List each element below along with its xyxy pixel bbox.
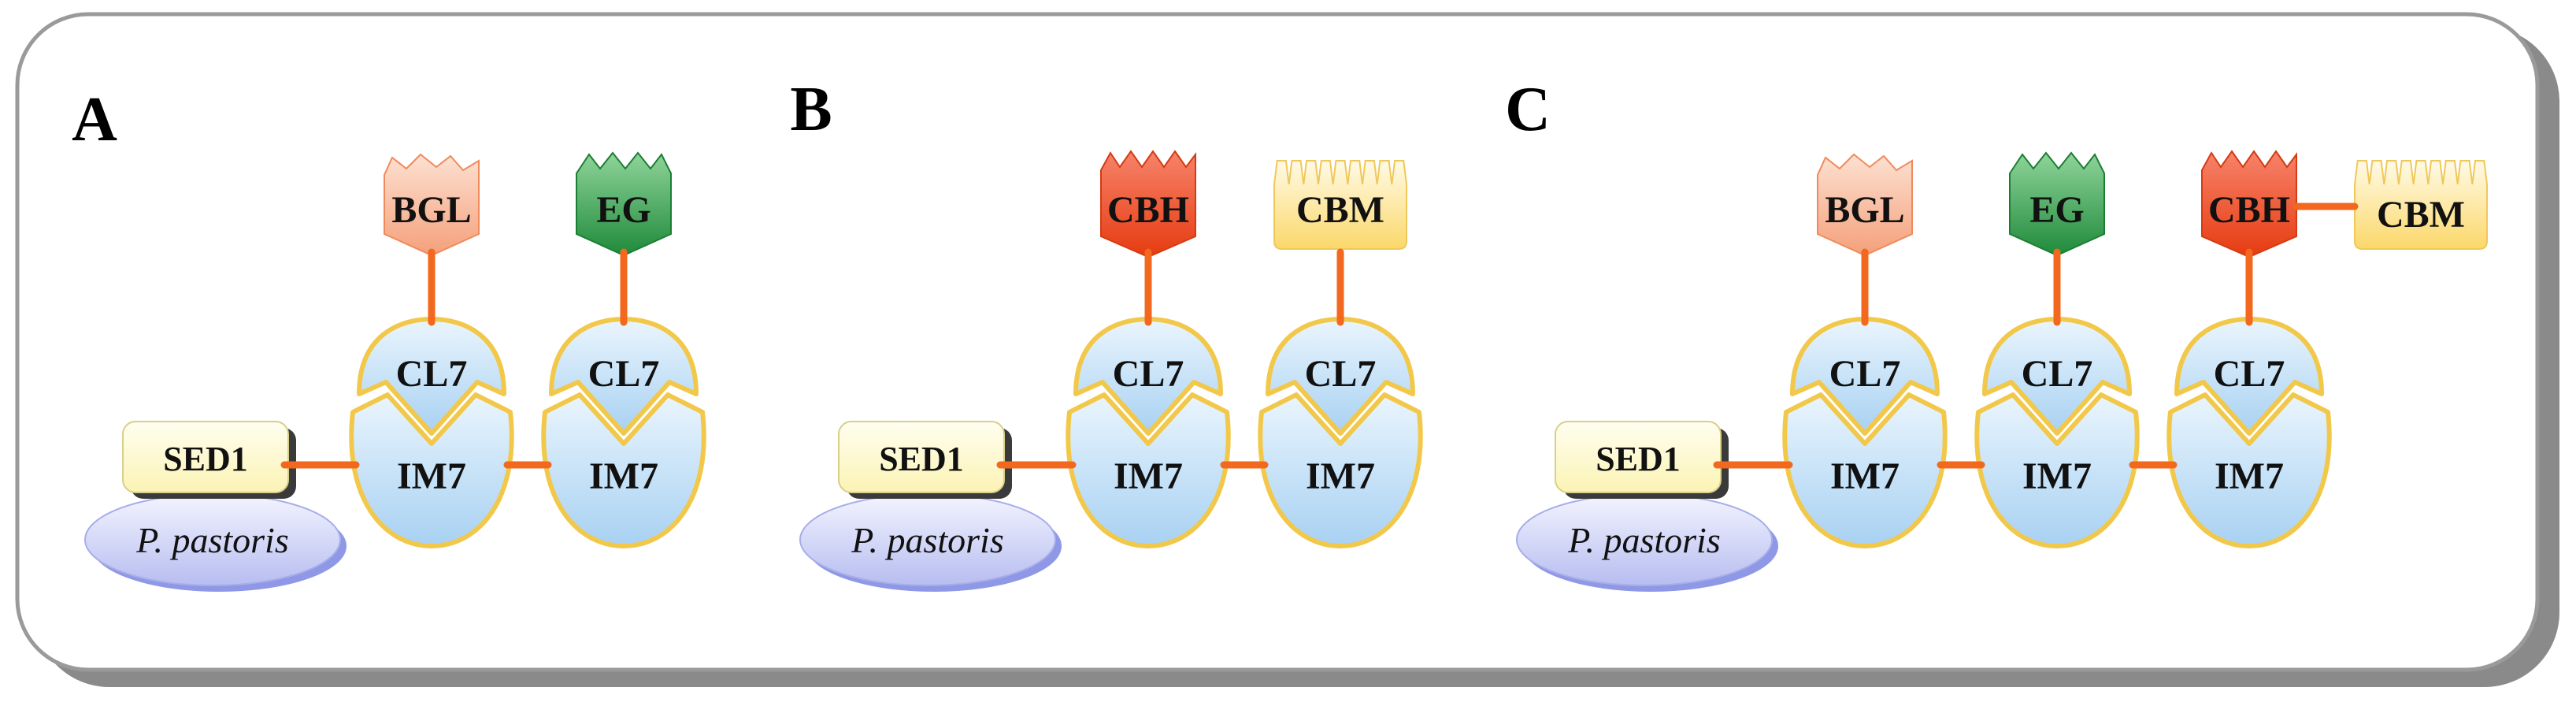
- cl7-label: CL7: [1829, 353, 1901, 395]
- cbh-shape: [2201, 150, 2297, 258]
- im7-module: [1066, 392, 1231, 548]
- im7-module: [1974, 392, 2140, 548]
- sed1-box: [122, 421, 289, 493]
- cl7-label: CL7: [1305, 353, 1377, 395]
- im7-label: IM7: [1114, 455, 1183, 497]
- panel-letter: A: [72, 85, 117, 154]
- cl7-module: [2174, 317, 2324, 436]
- domain-label: EG: [596, 189, 650, 231]
- im7-label: IM7: [397, 455, 466, 497]
- im7-label: IM7: [1306, 455, 1375, 497]
- bgl-shape: [384, 153, 480, 257]
- cbm-label: CBM: [2377, 194, 2465, 236]
- sed1-label: SED1: [1596, 440, 1681, 478]
- host-label: P. pastoris: [851, 520, 1003, 560]
- domain-label: BGL: [391, 189, 471, 231]
- cl7-label: CL7: [396, 353, 468, 395]
- panel-letter: B: [790, 75, 832, 144]
- extra-cbm: CBM: [2354, 160, 2488, 250]
- host-label: P. pastoris: [1567, 520, 1720, 560]
- panel-letter: C: [1505, 75, 1551, 144]
- im7-module: [2166, 392, 2332, 548]
- cl7-label: CL7: [2022, 353, 2093, 395]
- cl7-label: CL7: [1113, 353, 1184, 395]
- cl7-module: [357, 317, 506, 436]
- cbh-shape: [1100, 150, 1196, 258]
- im7-label: IM7: [1830, 455, 1900, 497]
- im7-label: IM7: [2022, 455, 2092, 497]
- sed1-label: SED1: [879, 440, 964, 478]
- sed1-box: [838, 421, 1005, 493]
- domain-label: BGL: [1825, 189, 1904, 231]
- domain-label: CBH: [1107, 189, 1189, 231]
- im7-module: [1782, 392, 1948, 548]
- cl7-label: CL7: [2214, 353, 2285, 395]
- domain-label: CBH: [2208, 189, 2290, 231]
- cl7-module: [1073, 317, 1223, 436]
- cl7-module: [1982, 317, 2132, 436]
- sed1-label: SED1: [163, 440, 248, 478]
- cbm-shape: [2354, 160, 2488, 250]
- domain-label: CBM: [1296, 189, 1384, 231]
- im7-label: IM7: [2215, 455, 2284, 497]
- im7-label: IM7: [589, 455, 658, 497]
- cl7-module: [1266, 317, 1415, 436]
- sed1-box: [1555, 421, 1722, 493]
- cl7-module: [1790, 317, 1940, 436]
- bgl-shape: [1817, 153, 1913, 257]
- cl7-module: [549, 317, 699, 436]
- domain-label: EG: [2029, 189, 2084, 231]
- cbm-shape: [1273, 160, 1407, 250]
- im7-module: [1258, 392, 1423, 548]
- host-label: P. pastoris: [135, 520, 288, 560]
- im7-module: [541, 392, 706, 548]
- im7-module: [349, 392, 514, 548]
- cl7-label: CL7: [588, 353, 660, 395]
